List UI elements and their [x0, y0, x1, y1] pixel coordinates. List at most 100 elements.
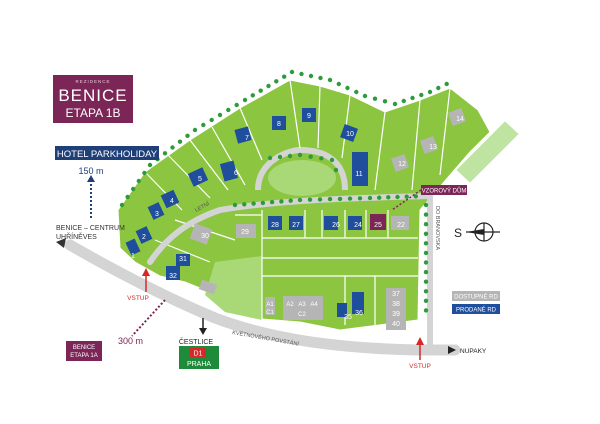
tree-icon — [386, 195, 391, 200]
cestlice-text: ČESTLICE — [179, 337, 214, 346]
house-29-label: 29 — [241, 229, 249, 236]
tree-icon — [170, 145, 175, 150]
distance-300-label: 300 m — [118, 336, 143, 346]
tree-icon — [260, 200, 266, 206]
house-31[interactable] — [176, 254, 190, 266]
house-24[interactable] — [348, 216, 362, 230]
house-14[interactable] — [448, 108, 466, 126]
house-12-label: 12 — [398, 161, 406, 168]
tree-icon — [299, 71, 304, 77]
tree-icon — [329, 157, 335, 163]
house-11-label: 11 — [355, 171, 362, 178]
house-12[interactable] — [391, 154, 409, 172]
park-strip — [453, 118, 522, 186]
plot-area — [117, 79, 522, 331]
house-26[interactable] — [324, 216, 338, 230]
house-1-label: 1 — [131, 253, 135, 260]
house-39-label: 39 — [392, 311, 400, 318]
tree-icon — [274, 79, 279, 84]
vzorovy-dum: VZOROVÝ DŮM — [391, 185, 467, 211]
tree-icon — [427, 89, 433, 95]
compass-letter: S — [454, 226, 462, 240]
house-1[interactable] — [125, 238, 141, 256]
house-36[interactable] — [352, 292, 364, 314]
house-10[interactable] — [340, 124, 358, 142]
compass: S — [454, 222, 500, 242]
benice-centrum-label: BENICE – CENTRUM UHŘÍNĚVES — [56, 225, 125, 248]
vstup-right-arrow-icon — [416, 337, 424, 345]
tree-icon — [377, 195, 382, 200]
tree-icon — [131, 186, 136, 192]
house-2[interactable] — [135, 226, 153, 244]
house-26-label: 26 — [332, 222, 340, 229]
house-35[interactable] — [337, 303, 347, 317]
tree-icon — [423, 231, 429, 236]
legend-available-swatch — [452, 291, 500, 301]
tree-icon — [347, 196, 353, 201]
house-3-label: 3 — [155, 211, 159, 218]
house-28[interactable] — [268, 216, 282, 230]
house-25[interactable] — [370, 214, 386, 230]
tree-icon — [288, 198, 293, 203]
inner-loop-road — [255, 146, 348, 191]
houses-sold: 1 2 3 4 5 6 7 8 9 10 11 24 26 27 28 31 3… — [125, 108, 368, 321]
house-14-label: 14 — [456, 116, 464, 123]
tree-icon — [436, 85, 441, 91]
logo-brand: BENICE — [58, 86, 127, 105]
house-a2-a4[interactable] — [283, 296, 323, 320]
tree-icon — [147, 162, 153, 168]
house-c1-label: C1 — [266, 310, 274, 316]
house-37-40[interactable] — [386, 288, 406, 330]
nupaky-text: NUPAKY — [460, 348, 487, 355]
tree-icon — [119, 202, 125, 208]
vzorovy-dum-box — [421, 185, 467, 195]
logo-kicker: REZIDENCE — [75, 79, 110, 84]
do-branovska-street-label: DO BRANOVSKA — [434, 206, 440, 250]
house-7-label: 7 — [245, 135, 249, 142]
legend-sold-swatch — [452, 304, 500, 314]
hotel-arrow-icon — [87, 175, 95, 182]
nupaky-arrow-icon — [448, 346, 456, 354]
hotel-label: HOTEL PARKHOLIDAY 150 m — [55, 146, 159, 220]
house-13[interactable] — [420, 136, 438, 154]
house-40-label: 40 — [392, 321, 400, 328]
tree-icon — [307, 197, 313, 202]
tree-icon — [234, 102, 239, 108]
house-30[interactable] — [189, 223, 213, 245]
tree-icon — [423, 260, 429, 265]
house-22[interactable] — [391, 216, 409, 230]
tree-icon — [423, 222, 429, 227]
praha-sign — [179, 346, 219, 369]
hotel-box — [55, 146, 159, 160]
tree-icon — [423, 298, 429, 303]
house-6[interactable] — [219, 160, 239, 182]
house-32-label: 32 — [169, 273, 177, 280]
house-27[interactable] — [289, 216, 303, 230]
compass-needle-icon — [466, 229, 484, 235]
inner-park — [268, 160, 336, 196]
tree-icon — [317, 197, 323, 202]
tree-icon — [297, 197, 303, 203]
tree-icon — [185, 133, 190, 138]
house-8[interactable] — [272, 116, 286, 130]
tree-icon — [192, 127, 198, 133]
tree-icon — [242, 97, 248, 103]
house-29[interactable] — [236, 224, 256, 238]
tree-icon — [333, 167, 339, 173]
tree-icon — [357, 196, 363, 201]
house-4[interactable] — [160, 189, 180, 209]
houses-available: 12 13 14 22 29 30 A1 C1 A2 A3 A4 C2 37 3… — [189, 108, 466, 330]
house-7[interactable] — [234, 126, 252, 144]
house-a1[interactable] — [265, 297, 275, 315]
house-32[interactable] — [166, 266, 180, 280]
cestlice-arrow-icon — [199, 328, 207, 335]
house-11[interactable] — [352, 152, 368, 186]
house-9[interactable] — [302, 108, 316, 122]
house-3[interactable] — [147, 202, 165, 220]
tree-icon — [423, 250, 429, 256]
tree-icon — [336, 81, 341, 87]
house-5[interactable] — [187, 167, 209, 187]
tree-icon — [423, 289, 429, 294]
tree-icon — [232, 202, 238, 208]
benice-1a-box — [66, 341, 102, 361]
